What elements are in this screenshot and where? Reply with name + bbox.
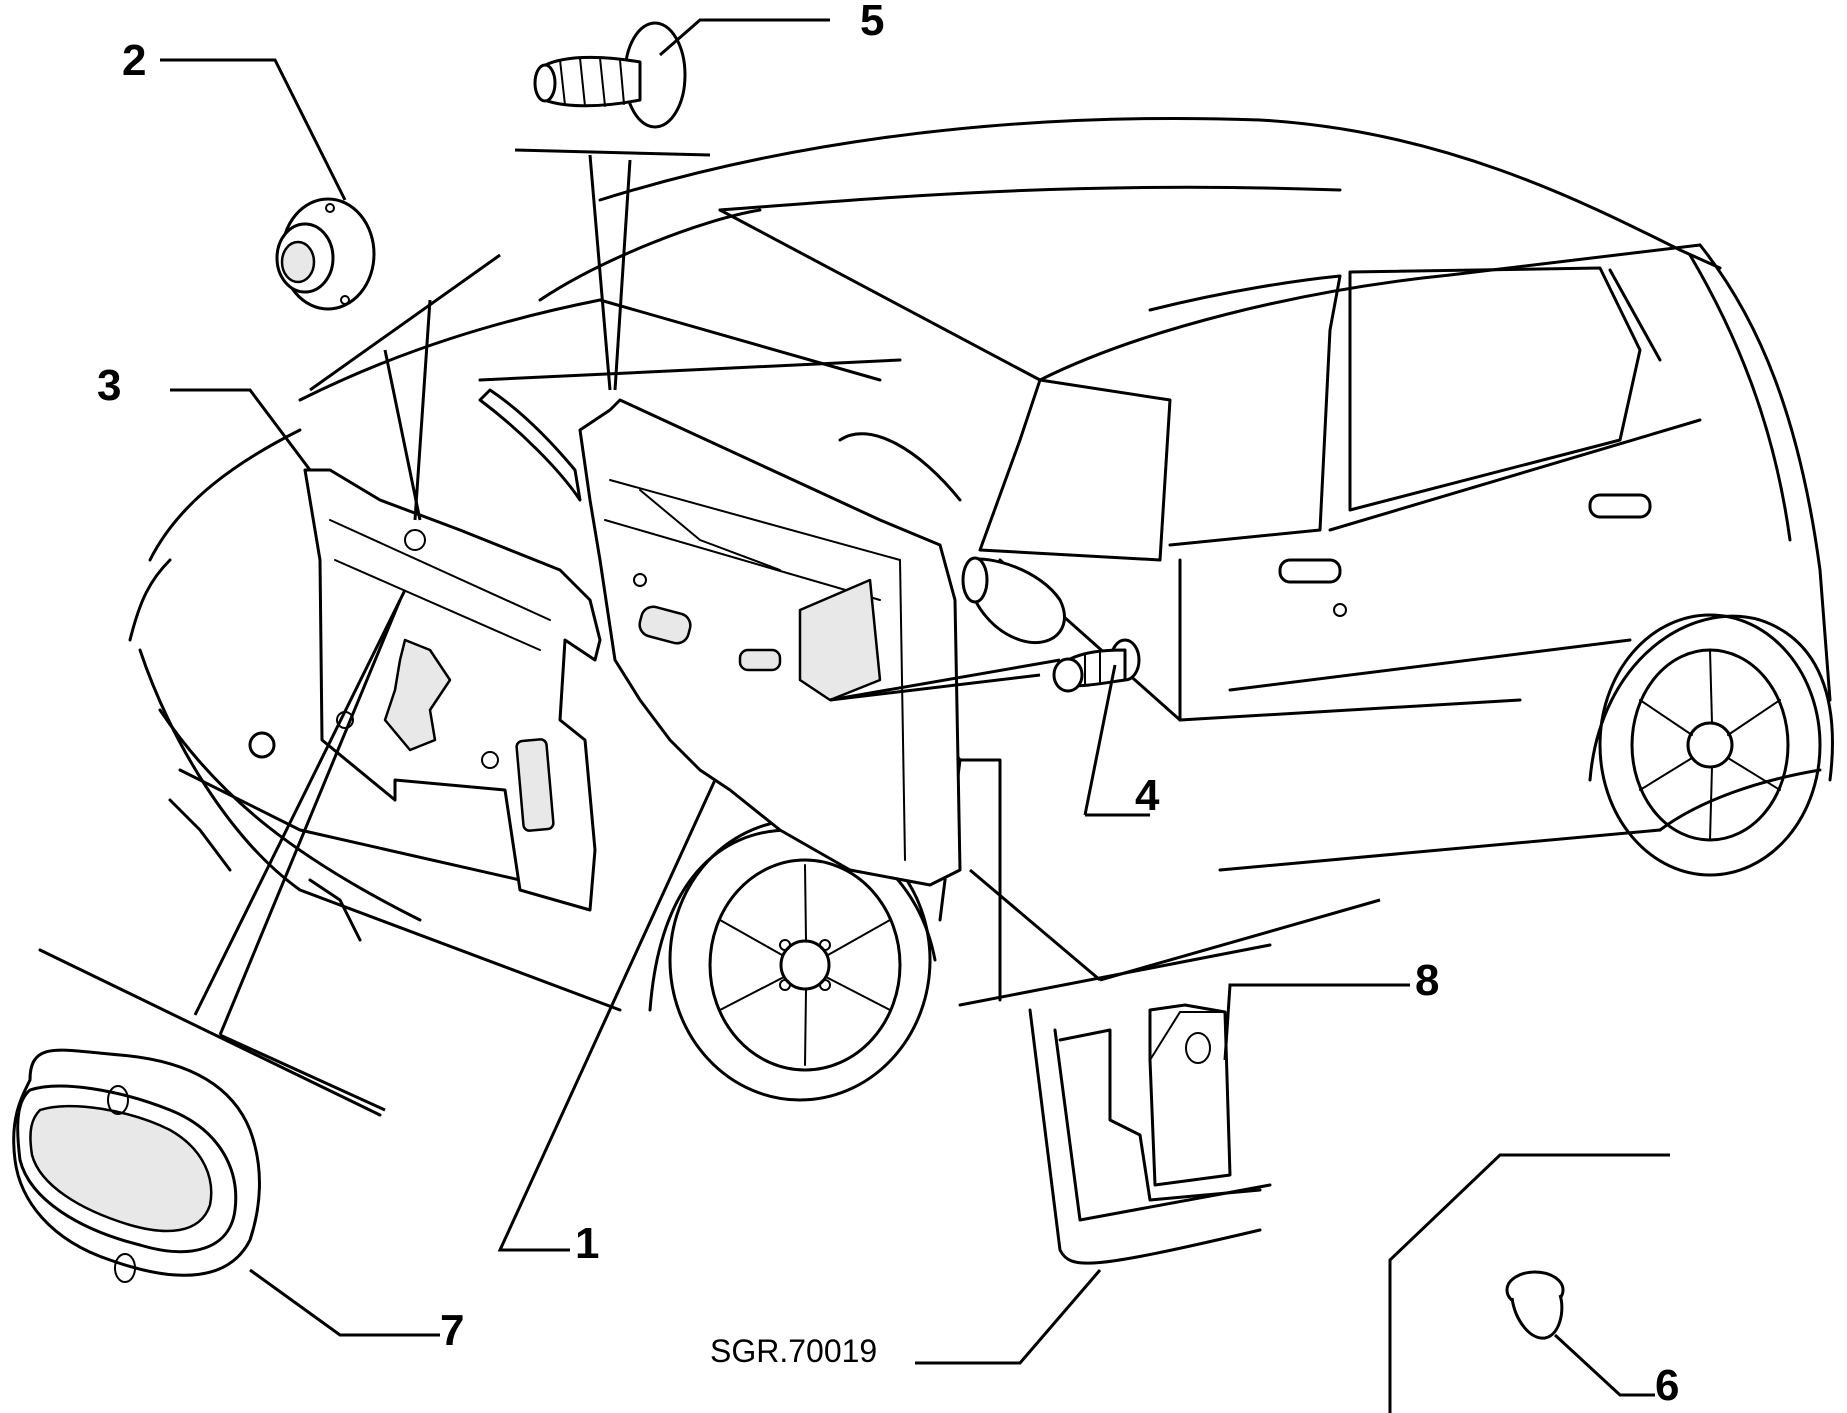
- part-8-detail-inset: [1028, 1003, 1272, 1265]
- mirror-grommet: [961, 556, 1066, 645]
- rear-wheel: [1588, 613, 1834, 877]
- callout-3: 3: [97, 361, 121, 410]
- drawing-code: SGR.70019: [710, 1333, 877, 1369]
- callout-8: 8: [1415, 956, 1439, 1005]
- part-6-cap-plug: [1505, 1270, 1565, 1340]
- leader-lines: [160, 18, 1670, 1413]
- callout-7: 7: [440, 1306, 464, 1355]
- callout-labels: 1 2 3 4 5 6 7 8 SGR.70019: [97, 0, 1679, 1410]
- part-3-bulkhead-insulation: [303, 468, 602, 912]
- part-1-dash-insulation: [578, 398, 962, 887]
- part-2-grommet: [275, 197, 376, 311]
- part-4-stud: [1052, 638, 1141, 693]
- callout-5: 5: [860, 0, 884, 45]
- callout-1: 1: [575, 1219, 599, 1268]
- part-5-fir-tree-clip: [533, 21, 687, 129]
- car-body: [38, 116, 1834, 1117]
- callout-2: 2: [122, 36, 146, 85]
- callout-4: 4: [1135, 771, 1160, 820]
- callout-6: 6: [1655, 1361, 1679, 1410]
- part-7-oval-grommet: [12, 1048, 261, 1283]
